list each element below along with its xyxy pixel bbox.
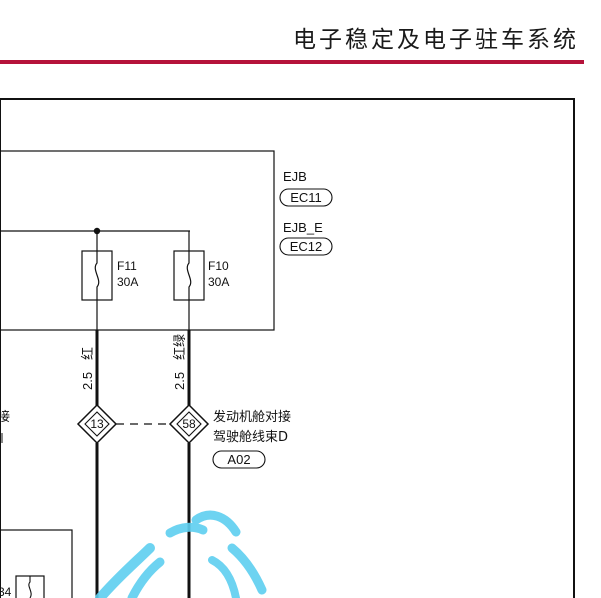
splice-diamond-icon: [168, 403, 210, 445]
partial-left-label: 接: [0, 409, 10, 425]
fuse-f10-id: F10: [208, 259, 229, 273]
fuse-f11-id: F11: [117, 259, 137, 273]
splice-pin-13: 13: [90, 417, 104, 431]
ejb-box: [0, 150, 275, 331]
fuse-f11-rating: 30A: [117, 275, 138, 289]
ejb-e-name: EJB_E: [283, 220, 323, 235]
page-title: 电子稳定及电子驻车系统: [293, 27, 579, 53]
connector-a02-badge: [212, 450, 266, 469]
bottom-component-box: [0, 529, 73, 598]
connector-ec12-badge: [279, 237, 333, 256]
fuse-icon: [81, 250, 113, 301]
splice-diamond-icon: [76, 403, 118, 445]
connector-ec11: EC11: [290, 190, 322, 205]
ejb-name: EJB: [283, 169, 307, 184]
watermark-mark: [95, 510, 267, 598]
connector-ec12: EC12: [290, 239, 323, 254]
wire-1-color: 红: [80, 347, 96, 360]
wire-2-gauge: 2.5: [172, 372, 187, 390]
splice-label-line2: 驾驶舱线束D: [213, 430, 288, 445]
fuse-icon: [173, 250, 205, 301]
fuse-f10-rating: 30A: [208, 275, 229, 289]
outer-frame: [0, 98, 575, 598]
header-rule: [0, 60, 584, 64]
splice-label-line1: 发动机舱对接: [213, 409, 291, 425]
connector-a02: A02: [227, 452, 250, 467]
bottom-partial-pin: 34: [0, 585, 12, 598]
connector-ec11-badge: [279, 188, 333, 207]
splice-pin-58: 58: [182, 417, 196, 431]
wire-1-gauge: 2.5: [80, 372, 95, 390]
wire-2-color: 红绿: [172, 334, 188, 360]
